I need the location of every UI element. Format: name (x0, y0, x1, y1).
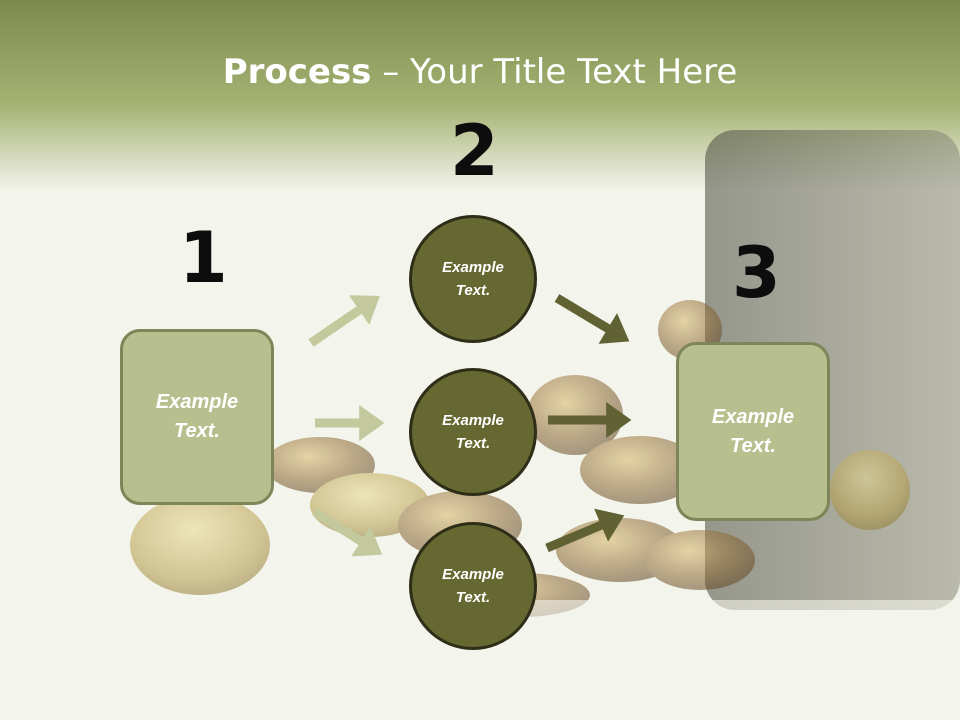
circle-top-text: Example Text. (442, 259, 504, 299)
arrow-circle-top-to-box3 (554, 294, 630, 344)
circle-middle[interactable]: Example Text. (409, 368, 537, 496)
step-number-3: 3 (732, 232, 781, 314)
step-3-text: Example Text. (711, 405, 795, 457)
step-1-box[interactable]: Example Text. (120, 329, 274, 505)
arrow-circle-bottom-to-box3 (545, 508, 625, 553)
title-bold: Process (222, 52, 372, 92)
circle-bottom-text: Example Text. (442, 566, 504, 606)
step-3-box[interactable]: Example Text. (676, 342, 830, 521)
arrow-box1-to-circle-bottom (312, 508, 383, 557)
arrow-box1-to-circle-top (308, 295, 380, 347)
step-number-1: 1 (179, 217, 228, 299)
page-title: Process – Your Title Text Here (0, 52, 960, 92)
title-rest: – Your Title Text Here (371, 52, 738, 92)
step-1-text: Example Text. (155, 391, 239, 442)
step-number-2: 2 (450, 110, 499, 192)
circle-bottom[interactable]: Example Text. (409, 522, 537, 650)
circle-top[interactable]: Example Text. (409, 215, 537, 343)
circle-middle-text: Example Text. (442, 412, 504, 452)
